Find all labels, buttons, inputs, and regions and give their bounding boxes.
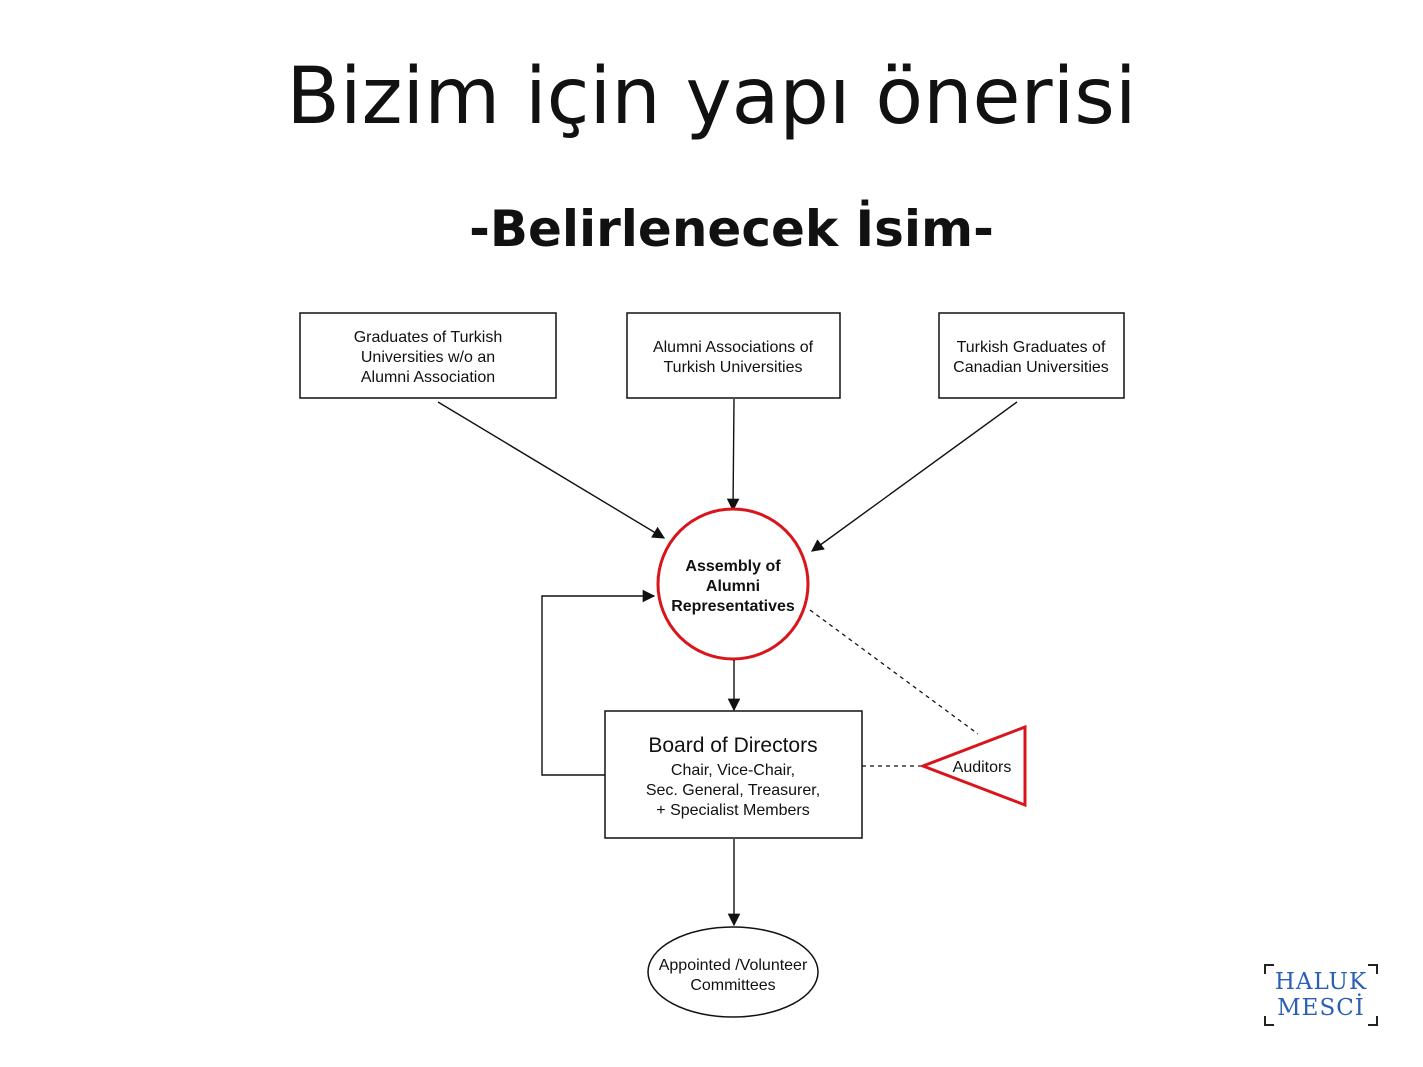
slide-subtitle: -Belirlenecek İsim- <box>469 200 994 258</box>
board-title: Board of Directors <box>648 734 817 757</box>
assembly-line-3: Representatives <box>671 598 795 615</box>
assembly-line-2: Alumni <box>706 578 760 595</box>
arrow-canadian-to-assembly <box>810 401 1018 552</box>
committees-line-1: Appointed /Volunteer <box>659 957 808 974</box>
committees-ellipse: Appointed /Volunteer Committees <box>647 926 819 1018</box>
logo-line-2: MESCİ <box>1277 995 1365 1021</box>
assembly-circle: Assembly of Alumni Representatives <box>656 507 810 661</box>
logo-bracket-icon <box>1264 964 1274 974</box>
alumni-associations-box: Alumni Associations of Turkish Universit… <box>626 312 841 399</box>
board-members-line-1: Chair, Vice-Chair, <box>671 762 795 779</box>
alumni-associations-line-2: Turkish Universities <box>664 359 803 376</box>
logo-bracket-icon <box>1368 1016 1378 1026</box>
arrow-associations-to-assembly <box>726 398 740 512</box>
auditors-triangle: Auditors <box>918 724 1027 808</box>
alumni-associations-line-1: Alumni Associations of <box>653 339 814 356</box>
auditors-label: Auditors <box>953 759 1012 776</box>
haluk-mesci-logo: HALUK MESCİ <box>1264 964 1378 1026</box>
graduates-without-association-line-1: Graduates of Turkish <box>354 329 503 346</box>
committees-line-2: Committees <box>690 977 775 994</box>
dashed-link-assembly-auditors <box>809 609 979 735</box>
graduates-without-association-box: Graduates of Turkish Universities w/o an… <box>299 312 557 399</box>
graduates-without-association-line-3: Alumni Association <box>361 369 495 386</box>
logo-bracket-icon <box>1264 1016 1274 1026</box>
board-members-line-2: Sec. General, Treasurer, <box>646 782 820 799</box>
arrow-board-feedback-to-assembly <box>541 589 656 776</box>
logo-line-1: HALUK <box>1274 969 1368 995</box>
logo-bracket-icon <box>1368 964 1378 974</box>
board-members-line-3: + Specialist Members <box>656 802 809 819</box>
canadian-graduates-line-2: Canadian Universities <box>953 359 1109 376</box>
assembly-line-1: Assembly of <box>685 558 781 575</box>
board-of-directors-box: Board of Directors Chair, Vice-Chair, Se… <box>604 710 863 839</box>
canadian-graduates-line-1: Turkish Graduates of <box>957 339 1106 356</box>
arrow-graduates-to-assembly <box>437 401 666 539</box>
graduates-without-association-line-2: Universities w/o an <box>361 349 495 366</box>
canadian-graduates-box: Turkish Graduates of Canadian Universiti… <box>938 312 1125 399</box>
slide-title: Bizim için yapı önerisi <box>286 52 1137 142</box>
